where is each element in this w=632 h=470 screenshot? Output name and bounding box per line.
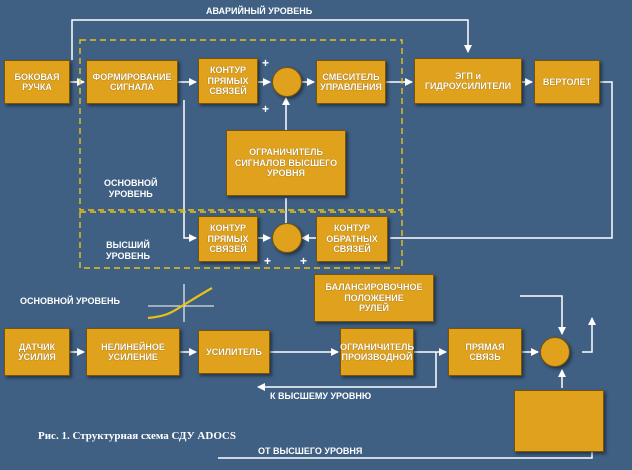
emergency-level-label: АВАРИЙНЫЙ УРОВЕНЬ (206, 6, 313, 16)
basic-level-region (79, 39, 403, 211)
high-level-limiter-block: ОГРАНИЧИТЕЛЬ СИГНАЛОВ ВЫСШЕГО УРОВНЯ (226, 130, 346, 196)
amplifier-block: УСИЛИТЕЛЬ (198, 330, 270, 374)
to-high-level-label: К ВЫСШЕМУ УРОВНЮ (270, 391, 372, 401)
plus-sign-top-bottom: + (262, 102, 270, 116)
summing-junction-lower (540, 337, 570, 367)
summing-junction-top (272, 67, 302, 97)
summing-junction-bottom (272, 223, 302, 253)
direct-link-block: ПРЯМАЯ СВЯЗЬ (448, 328, 522, 376)
feedforward-top-block: КОНТУР ПРЯМЫХ СВЯЗЕЙ (198, 58, 258, 104)
high-level-label: ВЫСШИЙ УРОВЕНЬ (106, 240, 150, 261)
basic-level-label: ОСНОВНОЙ УРОВЕНЬ (104, 178, 158, 199)
plus-sign-top-left: + (262, 56, 270, 70)
nonlinear-gain-block: НЕЛИНЕЙНОЕ УСИЛЕНИЕ (86, 328, 180, 376)
egp-hydraulics-block: ЭГП и ГИДРОУСИЛИТЕЛИ (414, 58, 522, 104)
derivative-limiter-block: ОГРАНИЧИТЕЛЬ ПРОИЗВОДНОЙ (340, 328, 414, 376)
force-sensor-block: ДАТЧИК УСИЛИЯ (4, 328, 70, 376)
helicopter-block: ВЕРТОЛЕТ (534, 60, 600, 104)
control-mixer-block: СМЕСИТЕЛЬ УПРАВЛЕНИЯ (316, 60, 386, 104)
nonlinear-curve-graph (147, 284, 214, 322)
plus-sign-bottom-left: + (264, 254, 272, 268)
feedforward-bottom-block: КОНТУР ПРЯМЫХ СВЯЗЕЙ (198, 216, 258, 262)
feedback-block: КОНТУР ОБРАТНЫХ СВЯЗЕЙ (316, 216, 388, 262)
side-stick-block: БОКОВАЯ РУЧКА (4, 60, 70, 104)
plus-sign-bottom-right: + (300, 254, 308, 268)
high-level-region (79, 211, 403, 269)
signal-forming-block: ФОРМИРОВАНИЕ СИГНАЛА (86, 60, 178, 104)
trim-position-block: БАЛАНСИРОВОЧНОЕ ПОЛОЖЕНИЕ РУЛЕЙ (314, 274, 434, 322)
basic-level-lower-label: ОСНОВНОЙ УРОВЕНЬ (20, 296, 120, 306)
from-high-level-label: ОТ ВЫСШЕГО УРОВНЯ (258, 446, 363, 456)
emergency-line (71, 19, 472, 60)
saturation-block (514, 390, 604, 452)
figure-caption: Рис. 1. Структурная схема СДУ ADOCS (38, 430, 236, 442)
